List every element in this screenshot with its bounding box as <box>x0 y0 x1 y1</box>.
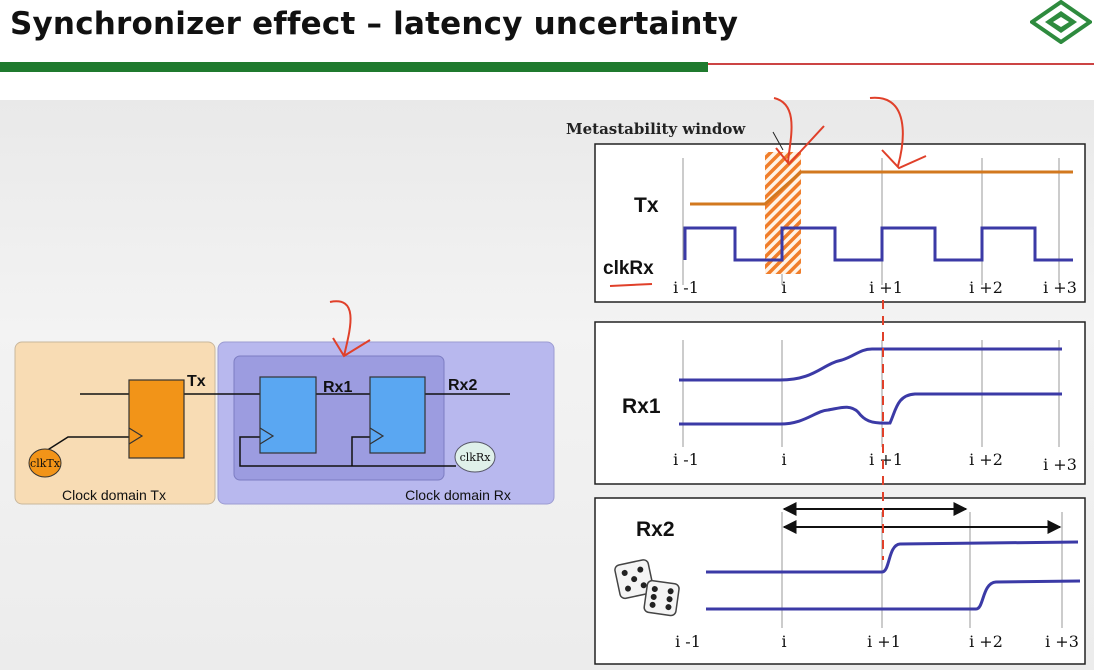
panel3-rx2-label: Rx2 <box>636 518 675 541</box>
annotation-arrow-circuit <box>329 300 371 358</box>
clk-rx-circuit-label: clkRx <box>460 451 492 464</box>
panel2-tick-label: i +3 <box>1043 455 1077 474</box>
tx-signal-label: Tx <box>187 373 206 390</box>
timing-panel-2: Rx1 i -1 i i +1 i +2 i +3 <box>594 321 1086 485</box>
rx1-lower-waveform <box>679 392 1062 426</box>
panel3-tick-label: i +2 <box>969 632 1003 651</box>
clock-domain-tx-box <box>14 341 216 505</box>
panel3-tick-label: i <box>781 632 786 651</box>
panel1-tick-label: i +2 <box>969 278 1003 297</box>
clk-rx-source <box>454 441 496 473</box>
clk-tx-label: clkTx <box>30 457 61 470</box>
slide-title: Synchronizer effect – latency uncertaint… <box>10 6 739 42</box>
panel3-tick-label: i -1 <box>675 632 701 651</box>
clkrx-waveform <box>683 226 1073 262</box>
panel1-tick-label: i +1 <box>869 278 903 297</box>
clock-domain-tx-label: Clock domain Tx <box>62 487 166 503</box>
panel3-tick-label: i +3 <box>1045 632 1079 651</box>
metastability-window-label: Metastability window <box>566 120 746 138</box>
panel1-tick-label: i +3 <box>1043 278 1077 297</box>
rx1-signal-label: Rx1 <box>323 379 352 396</box>
title-underline-red <box>708 63 1094 65</box>
circuit-diagram: clkTx clkRx Tx Rx1 Rx2 Clock domain Tx C… <box>14 300 555 505</box>
panel2-rx1-label: Rx1 <box>622 395 661 418</box>
rx2-upper-waveform <box>706 540 1079 574</box>
timing-panel-3: Rx2 i -1 i i +1 i +2 i +3 <box>594 497 1086 665</box>
rx1-upper-waveform <box>679 347 1062 382</box>
rx2-lower-waveform <box>706 579 1081 611</box>
panel2-tick-label: i +2 <box>969 450 1003 469</box>
ff-rx2 <box>369 376 426 454</box>
panel1-tx-label: Tx <box>634 194 659 217</box>
tx-waveform <box>690 170 1073 206</box>
hand-annotations <box>609 96 927 560</box>
panel2-tick-label: i +1 <box>869 450 903 469</box>
timing-panel-1: Tx clkRx i -1 i i +1 i +2 i +3 <box>594 143 1086 303</box>
panel1-tick-label: i <box>781 278 786 297</box>
rx2-signal-label: Rx2 <box>448 377 477 394</box>
dice-icon <box>614 559 680 617</box>
title-underline-green <box>0 62 708 72</box>
ff-tx <box>128 379 185 459</box>
annotation-underline-clkrx <box>609 283 653 287</box>
annotation-arrow-tx-settled <box>869 96 927 170</box>
clock-domain-rx-label: Clock domain Rx <box>405 487 511 503</box>
company-logo-icon <box>1030 0 1092 44</box>
panel2-tick-label: i -1 <box>673 450 699 469</box>
clk-tx-source <box>28 448 62 478</box>
ff-rx1 <box>259 376 317 454</box>
annotation-arrow-metastability <box>773 97 825 166</box>
panel2-tick-label: i <box>781 450 786 469</box>
panel3-tick-label: i +1 <box>867 632 901 651</box>
panel1-tick-label: i -1 <box>673 278 699 297</box>
panel1-clkrx-label: clkRx <box>603 258 654 279</box>
